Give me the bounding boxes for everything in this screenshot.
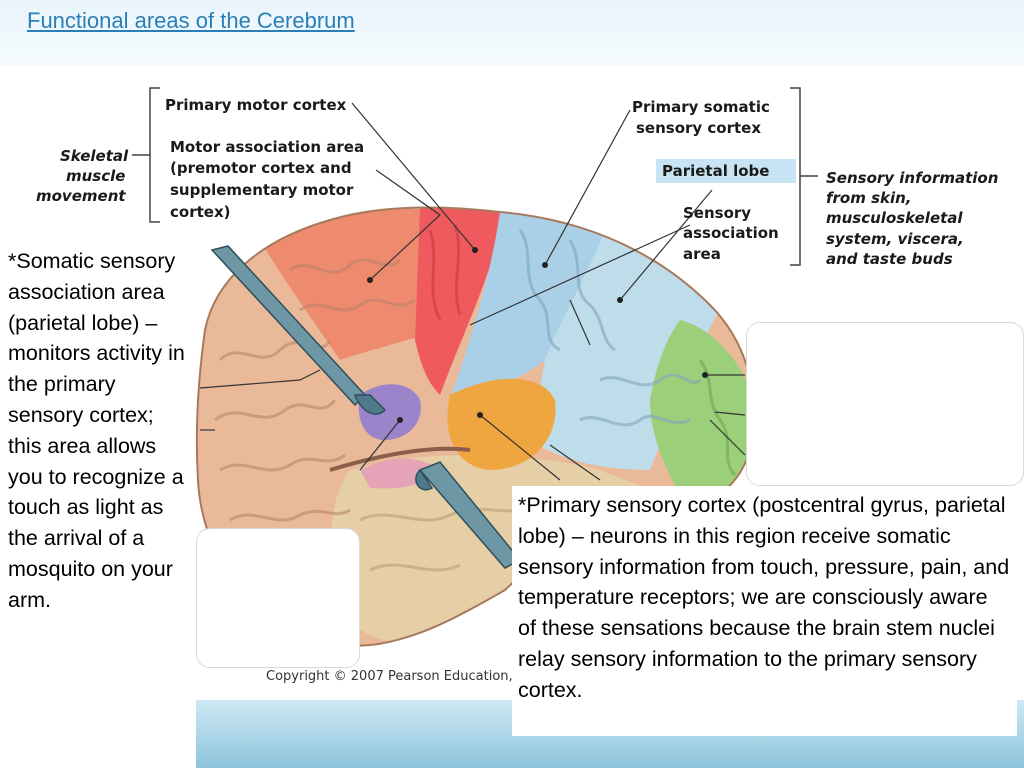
auditory-region <box>447 378 556 470</box>
retractor-instrument-upper <box>210 245 387 415</box>
motor-association-region <box>260 208 440 360</box>
label-primary-somatic-2: sensory cortex <box>636 119 762 137</box>
parietal-lobe-highlight <box>656 159 796 183</box>
primary-motor-region <box>415 207 505 395</box>
label-sensory-assoc-1: Sensory <box>683 204 752 222</box>
label-motor-association-1: Motor association area <box>170 138 365 156</box>
label-sensory-info-3: musculoskeletal <box>826 209 963 227</box>
label-sensory-info-1: Sensory information <box>826 169 999 187</box>
occipital-region <box>650 320 755 510</box>
blank-box-left <box>196 528 360 668</box>
somatic-sensory-region <box>450 212 610 400</box>
label-skeletal-1: Skeletal <box>60 147 129 165</box>
note-somatic-sensory-association: *Somatic sensory association area (parie… <box>8 249 185 612</box>
label-primary-somatic-1: Primary somatic <box>632 98 770 116</box>
blank-box-right <box>746 322 1024 486</box>
label-skeletal-3: movement <box>36 187 126 205</box>
label-sensory-info-2: from skin, <box>826 189 912 207</box>
label-skeletal-2: muscle <box>66 167 126 185</box>
label-primary-motor-cortex: Primary motor cortex <box>165 96 347 114</box>
label-motor-association-4: cortex) <box>170 203 231 221</box>
label-sensory-assoc-3: area <box>683 245 721 263</box>
label-parietal-lobe: Parietal lobe <box>662 162 770 180</box>
label-sensory-info-5: and taste buds <box>826 250 953 268</box>
label-sensory-assoc-2: association <box>683 224 779 242</box>
slide-title[interactable]: Functional areas of the Cerebrum <box>27 8 355 33</box>
note-primary-sensory-cortex: *Primary sensory cortex (postcentral gyr… <box>512 486 1017 736</box>
copyright-text: Copyright © 2007 Pearson Education, I <box>266 669 521 684</box>
label-motor-association-2: (premotor cortex and <box>170 159 352 177</box>
label-sensory-info-4: system, viscera, <box>826 230 964 248</box>
title-band <box>0 0 1024 66</box>
label-motor-association-3: supplementary motor <box>170 181 354 199</box>
